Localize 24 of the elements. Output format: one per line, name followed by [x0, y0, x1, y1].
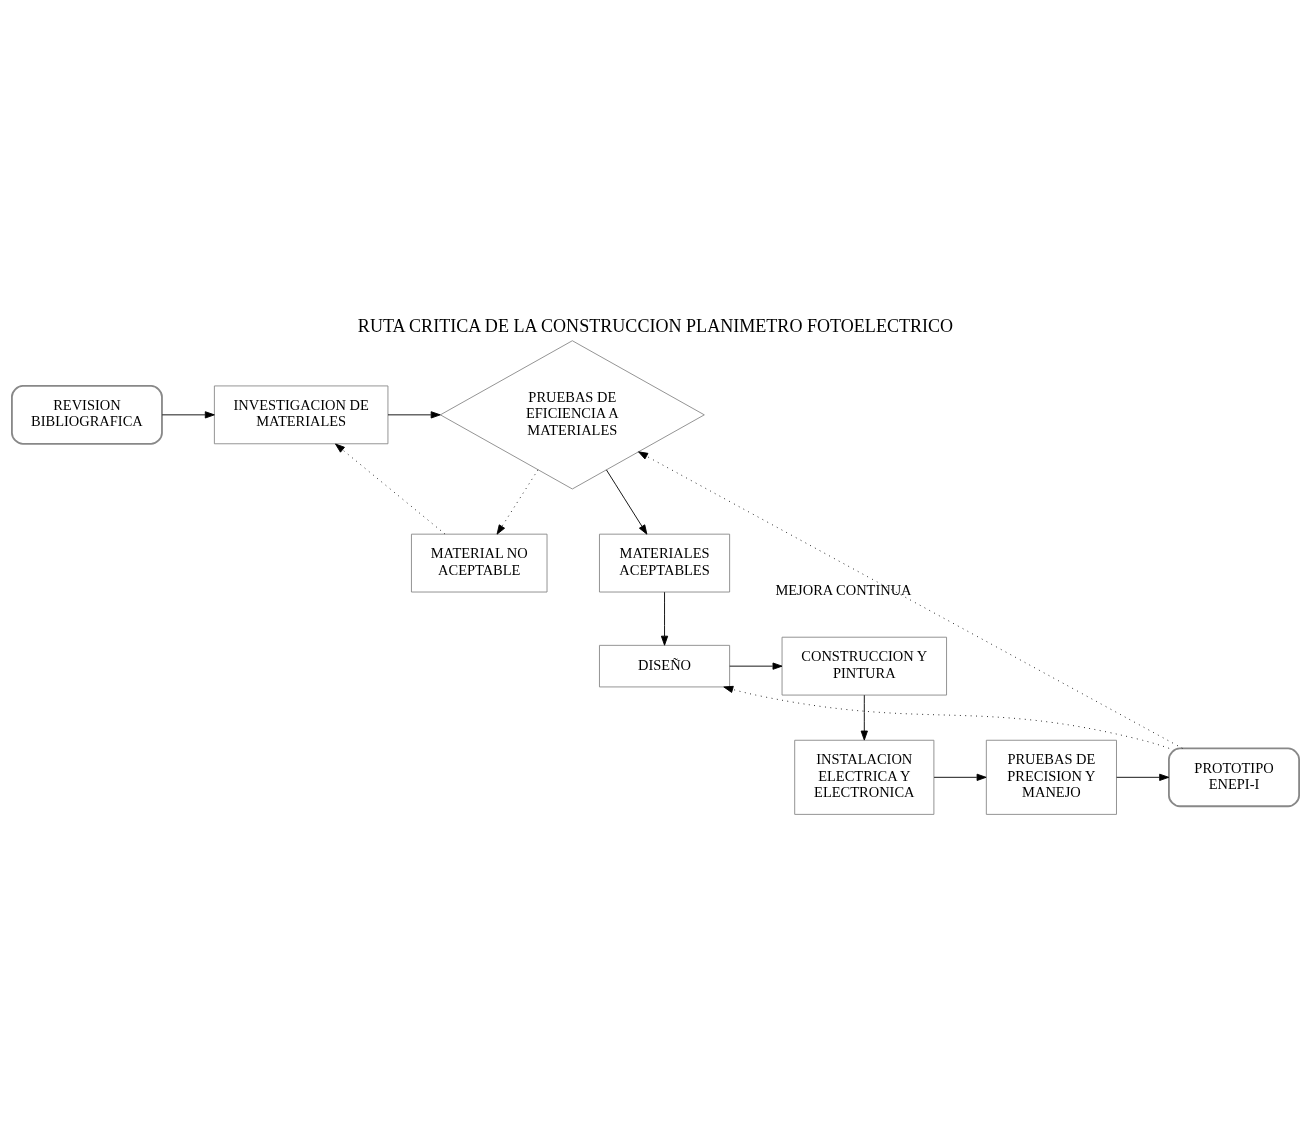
- arrow: [638, 450, 1183, 749]
- arrow: [161, 410, 215, 418]
- arrow: [496, 468, 539, 535]
- node-box: INSTALACION ELECTRICA Y ELECTRONICA: [794, 739, 935, 815]
- arrow: [660, 591, 669, 646]
- node-box: MATERIALES ACEPTABLES: [599, 533, 731, 592]
- arrow: [1116, 773, 1170, 781]
- node-box: PROTOTIPO ENEPI-I: [1168, 747, 1300, 807]
- diagram-title: RUTA CRITICA DE LA CONSTRUCCION PLANIMETRO FOTOELECTRICO: [357, 315, 954, 336]
- node-diamond: PRUEBAS DE EFICIENCIA A MATERIALES: [439, 339, 705, 489]
- node-box: REVISION BIBLIOGRAFICA: [11, 384, 163, 445]
- edge-label: MEJORA CONTINUA: [775, 581, 912, 598]
- arrow: [387, 410, 441, 418]
- node-box: MATERIAL NO ACEPTABLE: [411, 533, 548, 592]
- arrow: [723, 685, 1170, 749]
- arrow: [933, 773, 987, 781]
- node-box: DISEÑO: [599, 644, 731, 687]
- arrow: [729, 662, 783, 670]
- node-box: CONSTRUCCION Y PINTURA: [781, 636, 947, 696]
- node-box: INVESTIGACION DE MATERIALES: [213, 385, 389, 444]
- node-box: PRUEBAS DE PRECISION Y MANEJO: [985, 739, 1117, 815]
- arrow: [335, 443, 446, 534]
- arrow: [860, 694, 868, 741]
- arrow: [605, 468, 648, 535]
